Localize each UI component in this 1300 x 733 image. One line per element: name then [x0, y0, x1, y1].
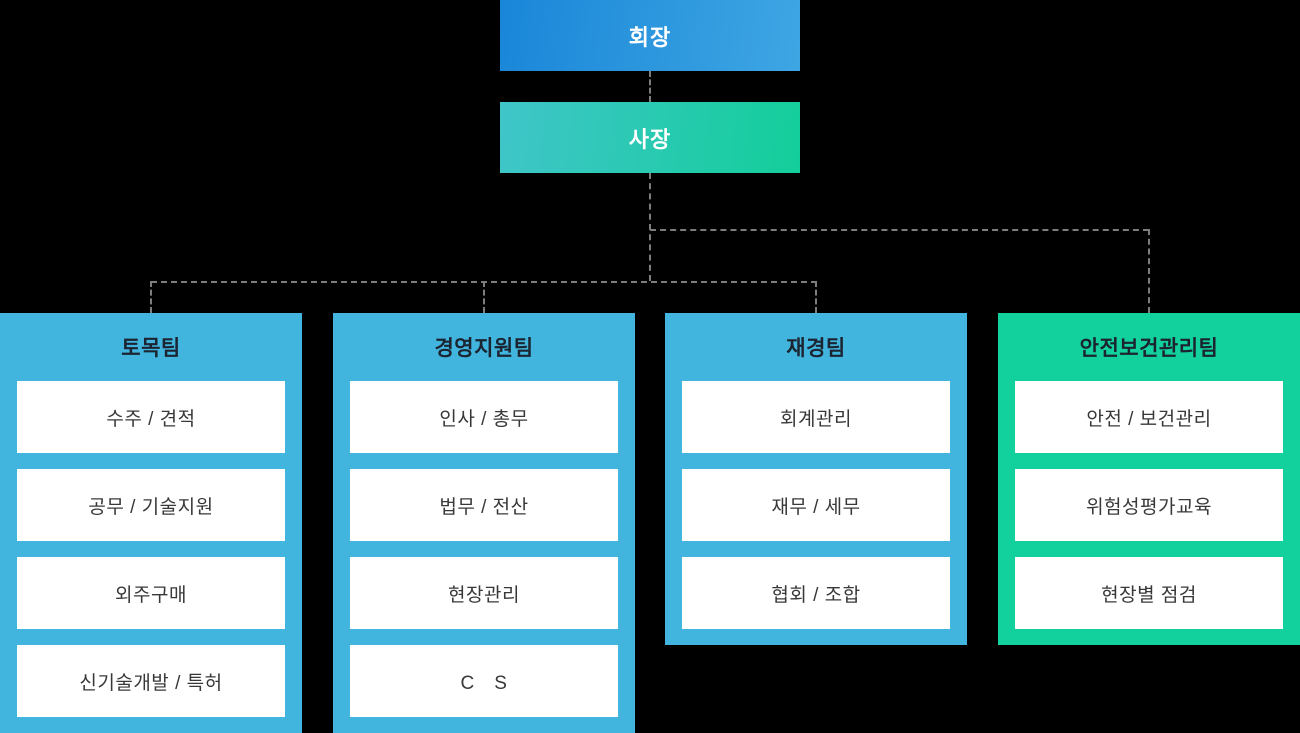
- connector-president-stem: [649, 173, 651, 281]
- connector-drop-mgmt-team: [483, 281, 485, 313]
- team-item: 협회 / 조합: [682, 557, 950, 629]
- connector-drop-finance-team: [815, 281, 817, 313]
- chairman-box: 회장: [500, 0, 800, 71]
- team-item: 법무 / 전산: [350, 469, 618, 541]
- team-column-finance: 재경팀 회계관리 재무 / 세무 협회 / 조합: [665, 313, 967, 645]
- team-item: 회계관리: [682, 381, 950, 453]
- team-item: 위험성평가교육: [1015, 469, 1283, 541]
- team-item: 현장관리: [350, 557, 618, 629]
- team-item: 공무 / 기술지원: [17, 469, 285, 541]
- team-item: 외주구매: [17, 557, 285, 629]
- team-item: 인사 / 총무: [350, 381, 618, 453]
- team-item: 안전 / 보건관리: [1015, 381, 1283, 453]
- team-title-finance: 재경팀: [786, 337, 846, 360]
- team-title-management-support: 경영지원팀: [434, 337, 534, 360]
- president-label: 사장: [628, 126, 672, 152]
- team-item: 현장별 점검: [1015, 557, 1283, 629]
- team-title-safety-health: 안전보건관리팀: [1079, 337, 1219, 360]
- team-column-management-support: 경영지원팀 인사 / 총무 법무 / 전산 현장관리 C S: [333, 313, 635, 733]
- president-box: 사장: [500, 102, 800, 173]
- team-title-civil: 토목팀: [121, 337, 181, 360]
- team-item: C S: [350, 645, 618, 717]
- connector-drop-civil-team: [150, 281, 152, 313]
- team-column-civil: 토목팀 수주 / 견적 공무 / 기술지원 외주구매 신기술개발 / 특허: [0, 313, 302, 733]
- chairman-label: 회장: [628, 24, 672, 50]
- connector-chairman-president: [649, 71, 651, 102]
- team-item: 신기술개발 / 특허: [17, 645, 285, 717]
- team-item: 재무 / 세무: [682, 469, 950, 541]
- connector-drop-safety-team: [1148, 229, 1150, 313]
- connector-branch-safety: [650, 229, 1149, 231]
- team-item: 수주 / 견적: [17, 381, 285, 453]
- team-column-safety-health: 안전보건관리팀 안전 / 보건관리 위험성평가교육 현장별 점검: [998, 313, 1300, 645]
